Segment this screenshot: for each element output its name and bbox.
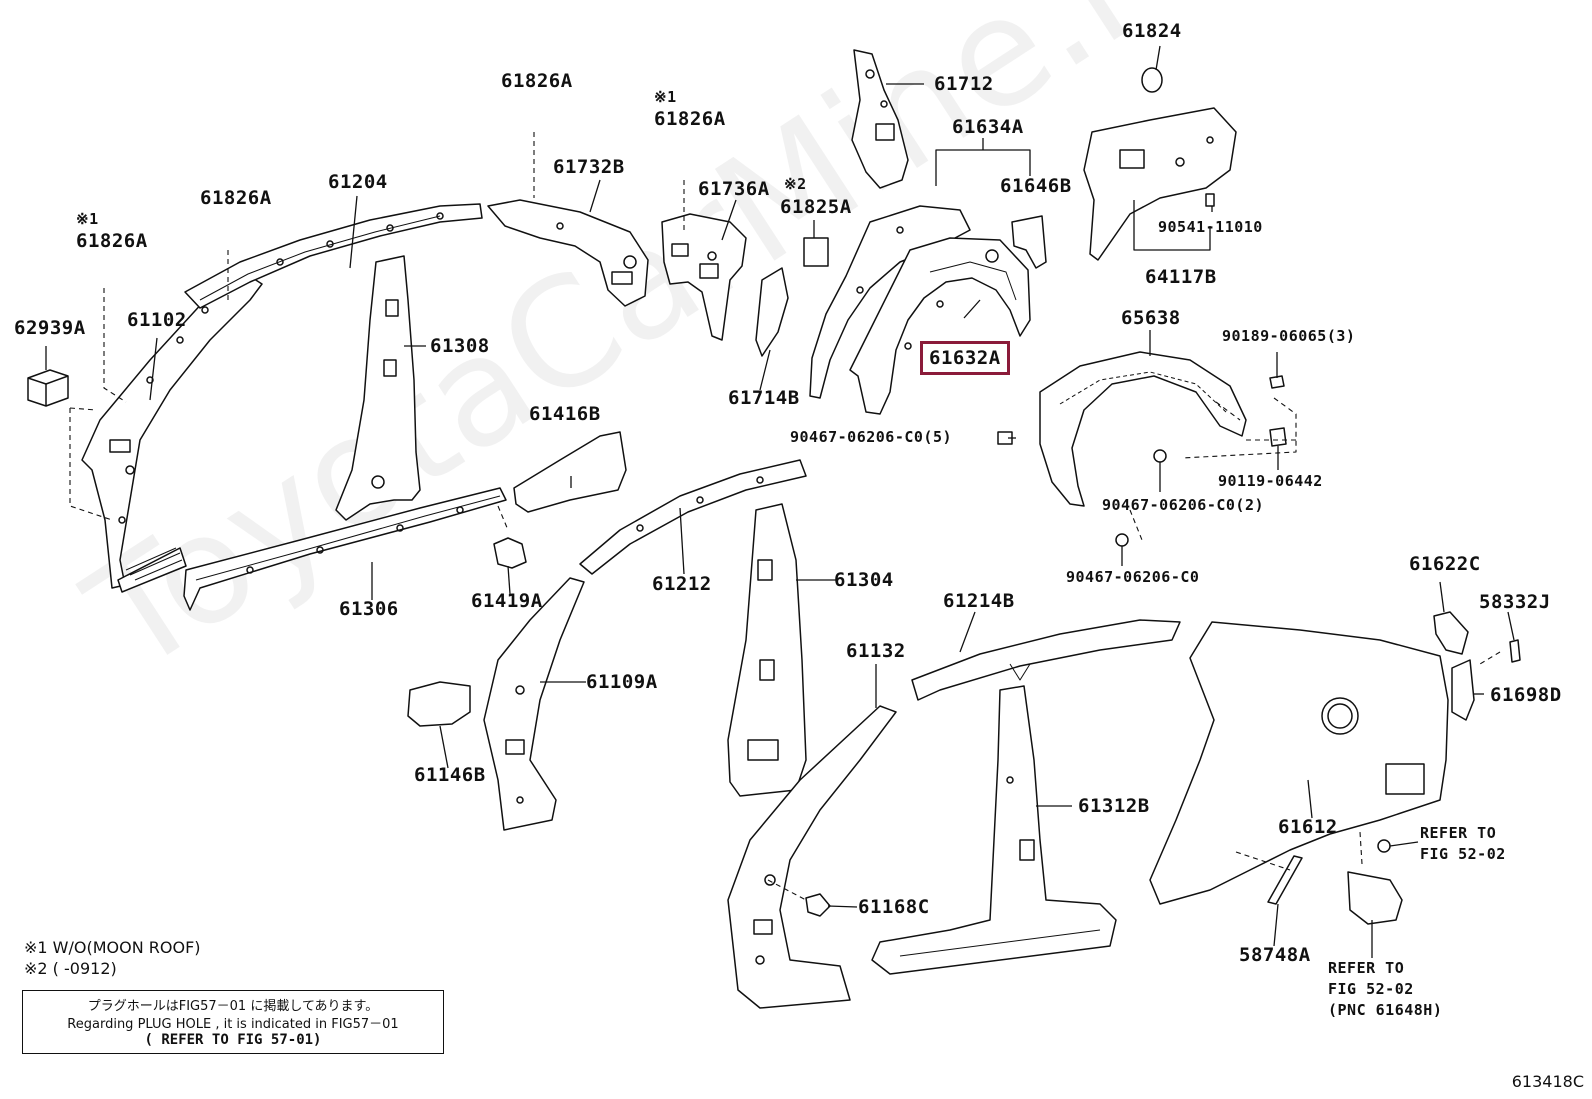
label-61714b[interactable]: 61714B [728, 387, 800, 409]
part-61308-shape [335, 255, 421, 521]
part-61732b-shape [487, 199, 649, 307]
part-61304-shape [727, 503, 807, 797]
label-61146b[interactable]: 61146B [414, 764, 486, 786]
label-61632a[interactable]: 61632A [929, 347, 1001, 369]
label-61826a-top[interactable]: 61826A [501, 70, 573, 92]
footnote-2: ※2 ( -0912) [24, 959, 117, 978]
label-61646b[interactable]: 61646B [1000, 175, 1072, 197]
label-65638[interactable]: 65638 [1121, 307, 1181, 329]
label-mark-1-b: ※1 [76, 210, 99, 228]
label-61712[interactable]: 61712 [934, 73, 994, 95]
part-61109a-shape [483, 577, 585, 831]
part-61214b-shape [911, 619, 1181, 701]
bolt-90541-shape [1205, 193, 1215, 207]
label-61826a-c[interactable]: 61826A [200, 187, 272, 209]
label-90467-5[interactable]: 90467-06206-C0(5) [790, 428, 953, 446]
part-61416b-shape [513, 431, 627, 513]
plug-hole-note: プラグホールはFIG57－01 に掲載してあります。 Regarding PLU… [22, 990, 444, 1054]
label-61612[interactable]: 61612 [1278, 816, 1338, 838]
dashed-lines [69, 132, 1501, 901]
part-61146b-shape [407, 681, 471, 727]
part-61212-shape [579, 459, 807, 575]
part-61132-shape [727, 705, 897, 1009]
refer-1-line-2[interactable]: FIG 52-02 [1420, 845, 1506, 863]
refer-1-line-1[interactable]: REFER TO [1420, 824, 1497, 842]
part-65638-shape [1039, 351, 1247, 507]
label-64117b[interactable]: 64117B [1145, 266, 1217, 288]
part-61632a-shape [849, 237, 1031, 415]
part-61419a-shape [493, 537, 527, 569]
part-58748a-shape [1267, 855, 1303, 905]
label-90119-06442[interactable]: 90119-06442 [1218, 472, 1323, 490]
refer-2-line-1[interactable]: REFER TO [1328, 959, 1405, 977]
leader-lines [45, 45, 1515, 958]
label-90467-2[interactable]: 90467-06206-C0(2) [1102, 496, 1265, 514]
label-61204[interactable]: 61204 [328, 171, 388, 193]
clip-shapes [997, 375, 1287, 547]
part-61824-shape [1141, 67, 1163, 93]
part-61712-shape [851, 49, 909, 189]
note-refer-link[interactable]: ( REFER TO FIG 57-01) [144, 1032, 322, 1048]
label-58332j[interactable]: 58332J [1479, 591, 1551, 613]
label-61416b[interactable]: 61416B [529, 403, 601, 425]
refer-2-line-3[interactable]: (PNC 61648H) [1328, 1001, 1443, 1019]
label-61736a[interactable]: 61736A [698, 178, 770, 200]
label-90541-11010[interactable]: 90541-11010 [1158, 218, 1263, 236]
part-58332j-shape [1509, 639, 1521, 663]
label-61419a[interactable]: 61419A [471, 590, 543, 612]
part-61698d-shape [1451, 659, 1475, 721]
label-90467[interactable]: 90467-06206-C0 [1066, 568, 1200, 586]
clip-refer1-shape [1377, 839, 1391, 853]
label-61698d[interactable]: 61698D [1490, 684, 1562, 706]
figure-code: 613418C [1511, 1072, 1584, 1091]
label-61825a[interactable]: 61825A [780, 196, 852, 218]
highlight-box-61632a [920, 341, 1010, 375]
part-61612-shape [1149, 621, 1449, 905]
label-61304[interactable]: 61304 [834, 569, 894, 591]
label-mark-1-a: ※1 [654, 88, 677, 106]
label-61826a-b[interactable]: 61826A [654, 108, 726, 130]
part-61825a-shape [803, 237, 829, 267]
label-61109a[interactable]: 61109A [586, 671, 658, 693]
label-61622c[interactable]: 61622C [1409, 553, 1481, 575]
label-61826a-d[interactable]: 61826A [76, 230, 148, 252]
part-61622c-shape [1433, 611, 1469, 655]
label-62939a[interactable]: 62939A [14, 317, 86, 339]
label-61214b[interactable]: 61214B [943, 590, 1015, 612]
label-61132[interactable]: 61132 [846, 640, 906, 662]
part-62939a-shape [27, 369, 69, 407]
label-61168c[interactable]: 61168C [858, 896, 930, 918]
part-61648h-shape [1347, 871, 1403, 925]
part-61646b-shape [1011, 215, 1047, 269]
label-90189-06065[interactable]: 90189-06065(3) [1222, 327, 1356, 345]
label-61308[interactable]: 61308 [430, 335, 490, 357]
label-61312b[interactable]: 61312B [1078, 795, 1150, 817]
label-61212[interactable]: 61212 [652, 573, 712, 595]
label-61102[interactable]: 61102 [127, 309, 187, 331]
part-61306-shape [183, 487, 507, 611]
refer-2-line-2[interactable]: FIG 52-02 [1328, 980, 1414, 998]
label-61634a[interactable]: 61634A [952, 116, 1024, 138]
part-61312b-shape [871, 685, 1117, 975]
part-61736a-shape [661, 213, 747, 341]
label-58748a[interactable]: 58748A [1239, 944, 1311, 966]
part-61634a-shape [809, 205, 971, 399]
label-61306[interactable]: 61306 [339, 598, 399, 620]
label-61824[interactable]: 61824 [1122, 20, 1182, 42]
part-61168c-shape [805, 893, 831, 917]
label-mark-2: ※2 [784, 175, 807, 193]
label-61732b[interactable]: 61732B [553, 156, 625, 178]
part-61714b-shape [755, 267, 789, 357]
part-61204-shape [184, 203, 483, 309]
bracket-lines [935, 138, 1211, 251]
part-61102-shape [81, 269, 263, 593]
note-line-en: Regarding PLUG HOLE , it is indicated in… [67, 1017, 399, 1032]
note-line-jp: プラグホールはFIG57－01 に掲載してあります。 [87, 999, 379, 1014]
footnote-1: ※1 W/O(MOON ROOF) [24, 938, 201, 957]
part-64117b-shape [1083, 107, 1237, 261]
